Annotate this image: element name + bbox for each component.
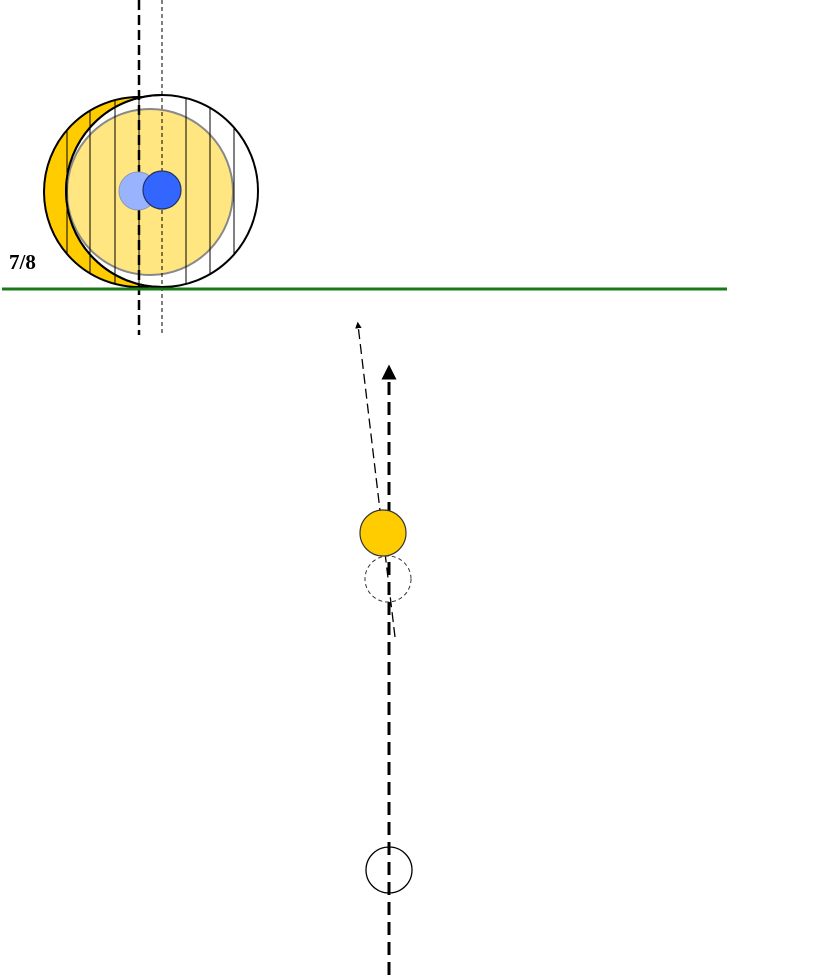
- contact-point-dark: [142, 170, 182, 210]
- object-ball: [359, 509, 407, 557]
- fraction-label: 7/8: [9, 250, 36, 274]
- ghost-ball: [364, 555, 412, 603]
- cue-ball: [365, 846, 413, 894]
